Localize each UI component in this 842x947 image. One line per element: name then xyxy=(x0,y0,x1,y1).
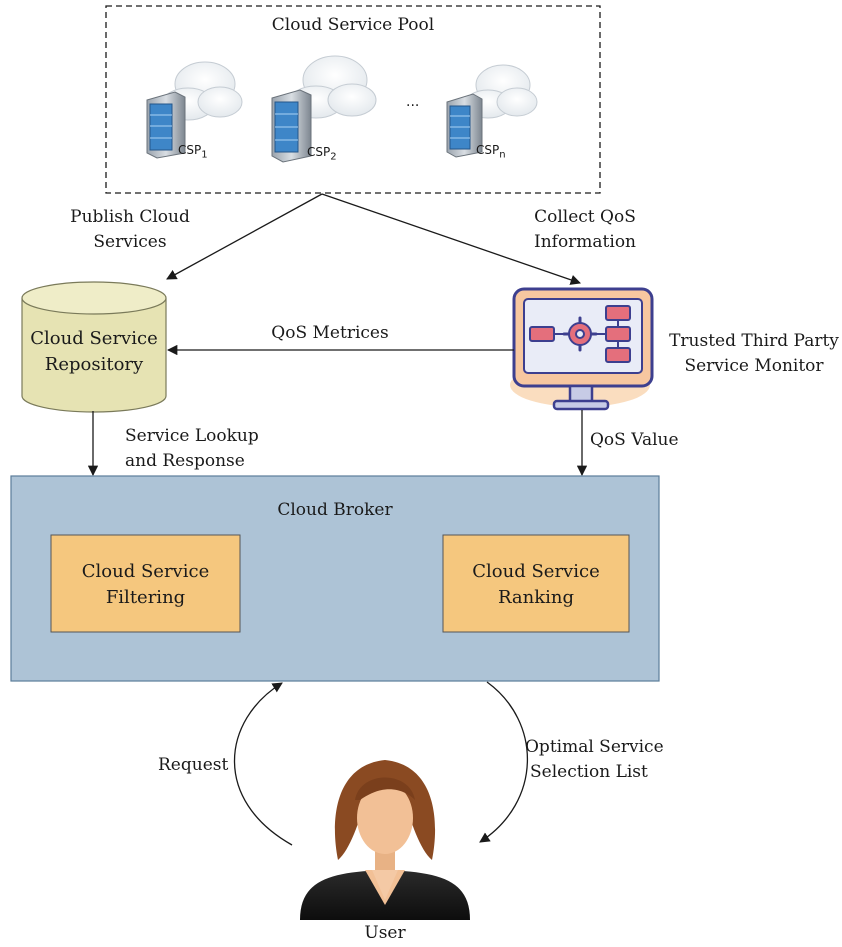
publish-arrow xyxy=(166,193,323,280)
pool-title: Cloud Service Pool xyxy=(271,15,435,35)
request-arrow xyxy=(233,682,293,846)
monitor-label-1: Trusted Third Party xyxy=(669,331,839,351)
request-label: Request xyxy=(158,755,229,775)
filtering-box xyxy=(50,534,241,633)
service-monitor-icon xyxy=(510,287,654,411)
filtering-label-1: Cloud Service xyxy=(81,561,210,582)
qos-value-label: QoS Value xyxy=(590,430,679,450)
optimal-label-2: Selection List xyxy=(530,762,648,782)
qos-metrices-label: QoS Metrices xyxy=(271,323,389,343)
optimal-list-arrow xyxy=(479,681,529,843)
collect-arrow xyxy=(321,193,581,285)
repository-label-1: Cloud Service xyxy=(30,328,158,349)
lookup-label-1: Service Lookup xyxy=(125,426,259,446)
cspn-label: CSPn xyxy=(476,143,506,161)
lookup-label-2: and Response xyxy=(125,451,245,471)
publish-label-1: Publish Cloud xyxy=(70,207,190,227)
filtering-label-2: Filtering xyxy=(105,587,186,608)
csp1-label: CSP1 xyxy=(178,143,208,161)
repository-label-2: Repository xyxy=(44,354,144,375)
csp2-label: CSP2 xyxy=(307,145,337,163)
publish-label-2: Services xyxy=(93,232,167,252)
optimal-label-1: Optimal Service xyxy=(525,737,664,757)
csp2-server-icon xyxy=(271,55,377,163)
pool-ellipsis: ... xyxy=(406,94,420,110)
broker-title: Cloud Broker xyxy=(277,500,393,520)
monitor-label-2: Service Monitor xyxy=(684,356,824,376)
ranking-label-1: Cloud Service xyxy=(472,561,600,582)
user-avatar xyxy=(300,760,470,920)
user-label: User xyxy=(364,923,406,943)
ranking-label-2: Ranking xyxy=(497,587,575,608)
cloud-service-repository xyxy=(21,281,167,413)
csp1-server-icon xyxy=(146,61,243,159)
ranking-box xyxy=(442,534,630,633)
collect-label-2: Information xyxy=(533,232,637,252)
collect-label-1: Collect QoS xyxy=(534,207,636,227)
cspn-server-icon xyxy=(446,64,538,158)
